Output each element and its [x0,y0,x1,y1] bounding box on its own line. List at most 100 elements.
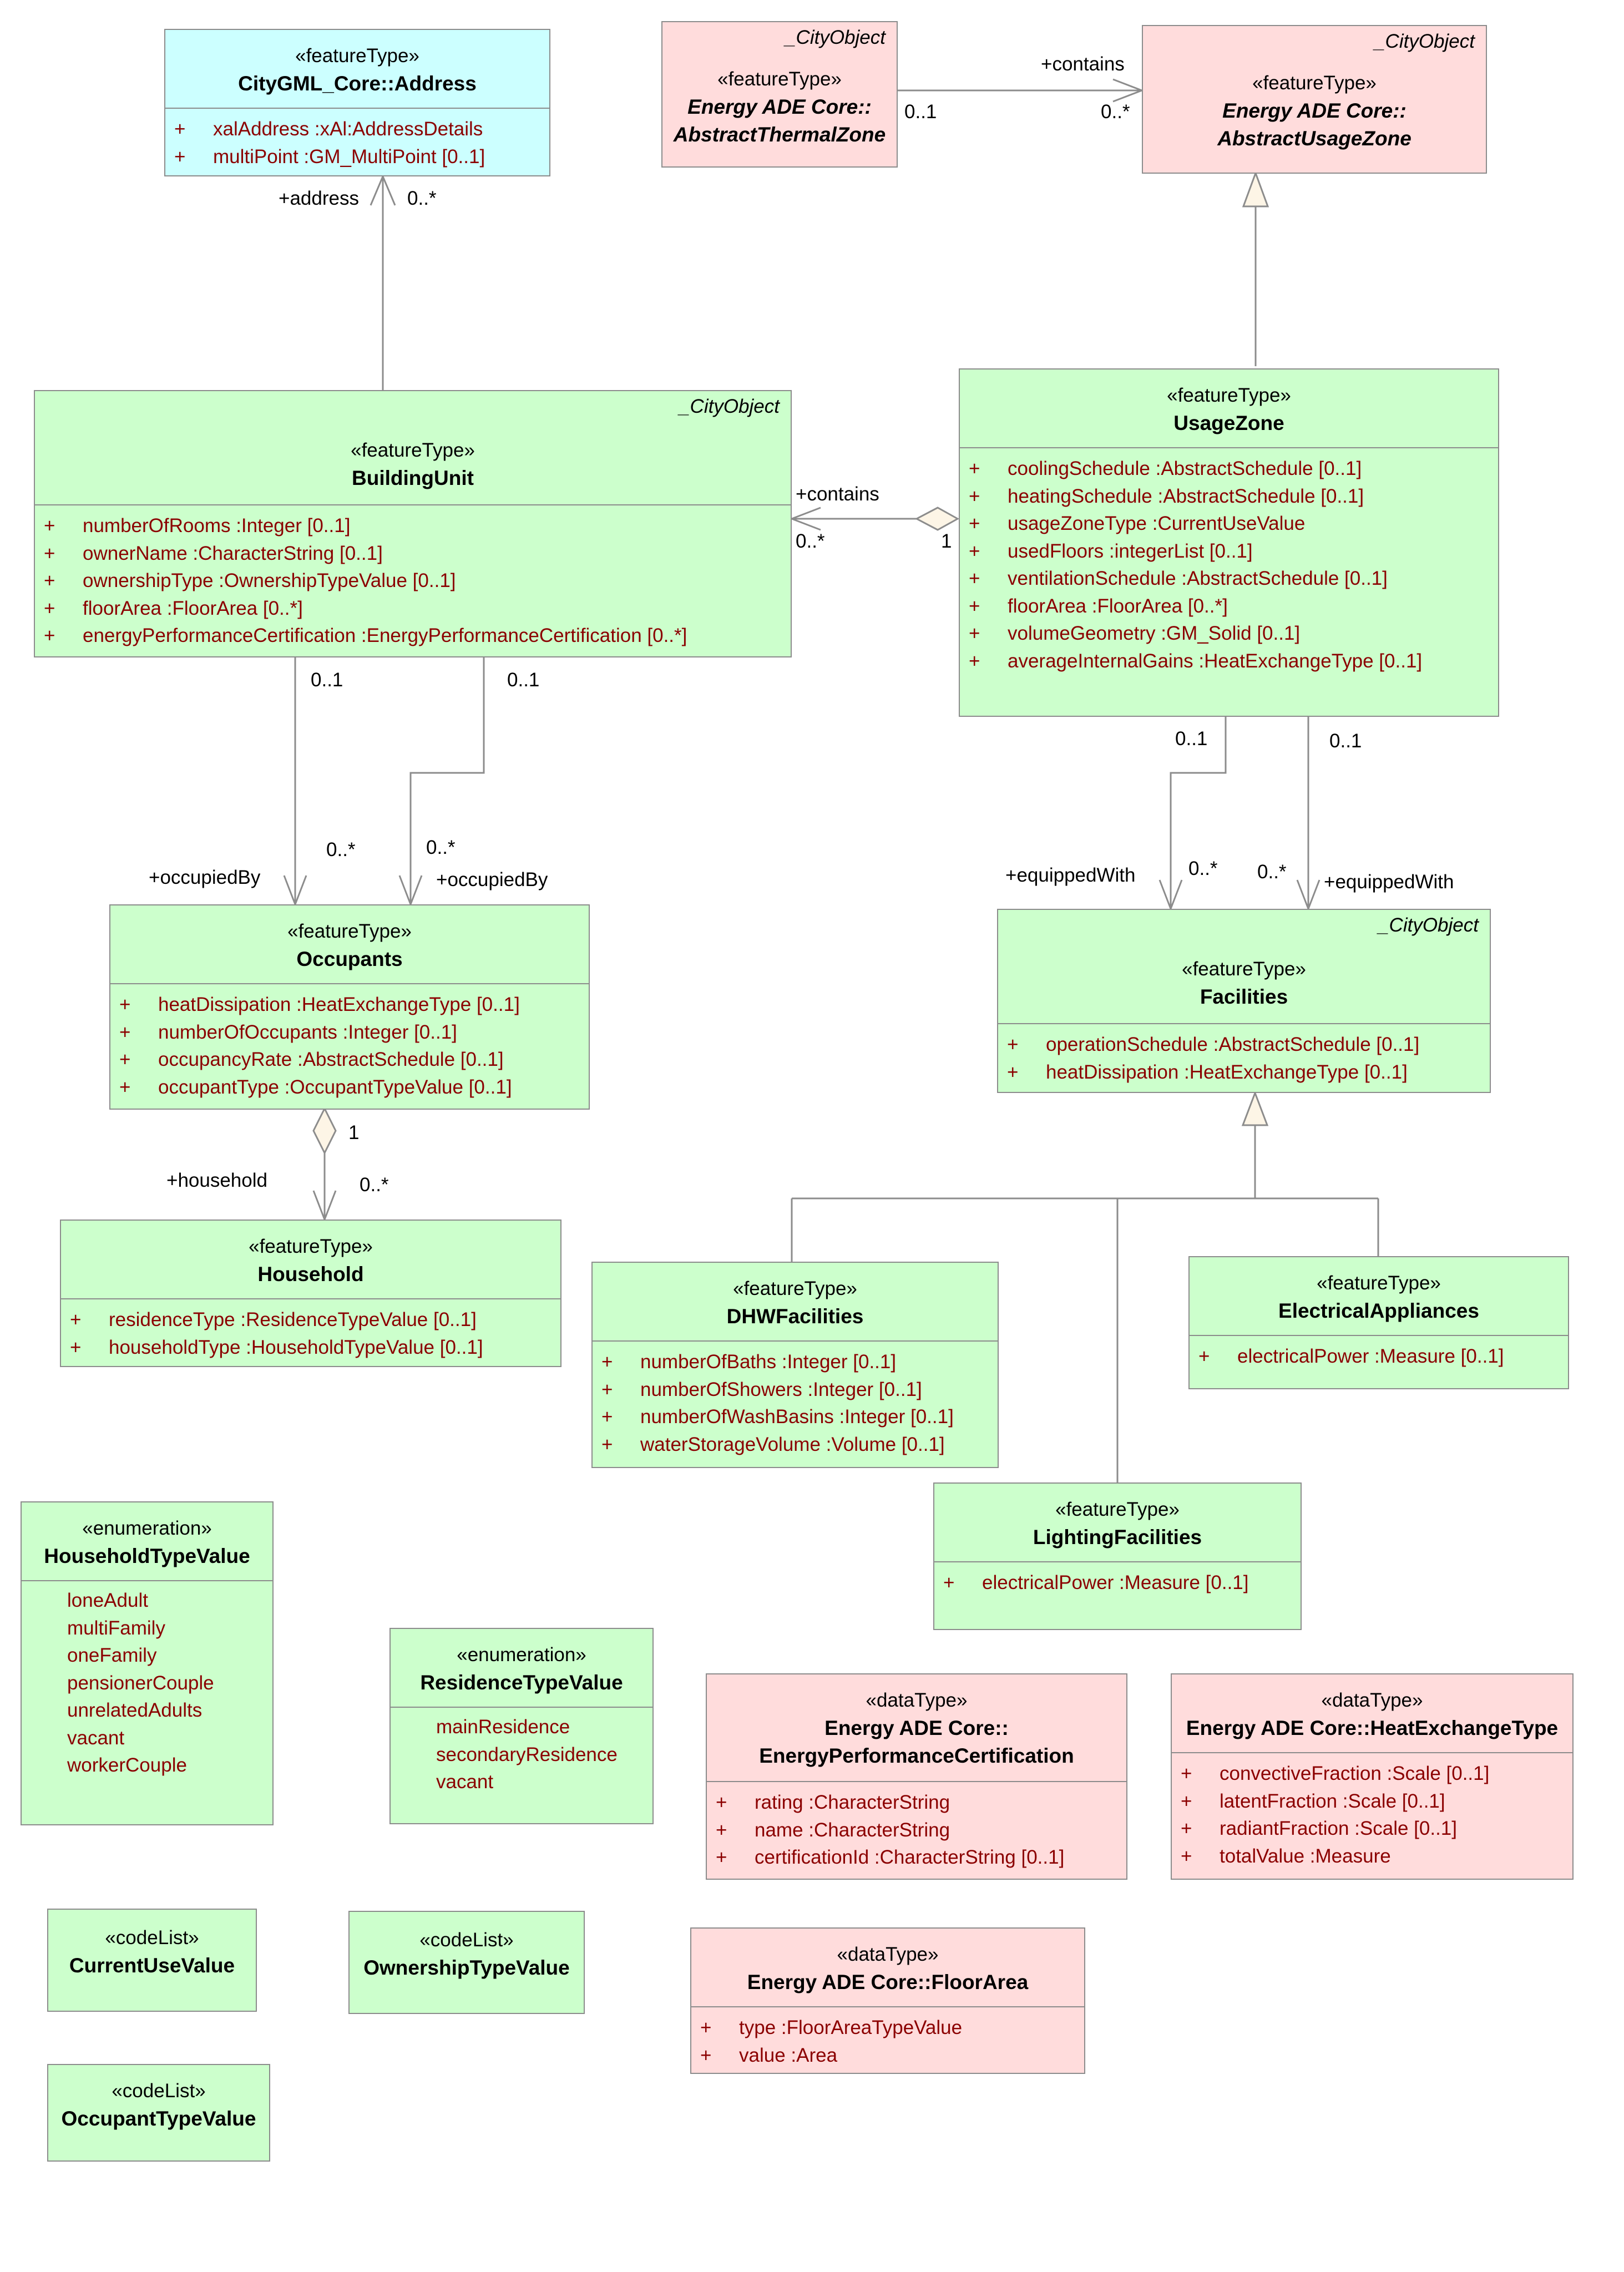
generalization-triangle-usage [1242,170,1269,208]
energy-performance-certification-datatype[interactable]: «dataType» Energy ADE Core:: EnergyPerfo… [706,1673,1127,1880]
attribute-row: +certificationId :CharacterString [0..1] [716,1846,1065,1868]
attribute-row: +value :Area [700,2044,838,2066]
class-stereotype: «featureType» [733,1278,857,1299]
household-type-value-enum[interactable]: «enumeration» HouseholdTypeValue loneAdu… [21,1501,274,1825]
floor-area-datatype[interactable]: «dataType» Energy ADE Core::FloorArea +t… [690,1927,1085,2074]
attribute-row: +numberOfOccupants :Integer [0..1] [119,1021,457,1043]
bu-occupants-multiplicity-2: 0..1 [507,669,540,691]
class-name: Energy ADE Core::HeatExchangeType [1186,1717,1559,1739]
attribute-row: +name :CharacterString [716,1819,950,1841]
current-use-value-codelist[interactable]: «codeList» CurrentUseValue [47,1909,257,2012]
bu-occupants-multiplicity-1: 0..1 [311,669,343,691]
attribute-row: +xalAddress :xAl:AddressDetails [174,118,483,140]
class-name: Energy ADE Core:: [824,1717,1009,1739]
attribute-row: +numberOfWashBasins :Integer [0..1] [601,1406,954,1428]
class-stereotype: «featureType» [287,920,412,942]
dhw-facilities-class[interactable]: «featureType» DHWFacilities +numberOfBat… [591,1262,999,1468]
building-unit-class[interactable]: _CityObject «featureType» BuildingUnit +… [34,390,792,657]
abstract-usage-zone-class[interactable]: _CityObject «featureType» Energy ADE Cor… [1142,25,1487,174]
class-stereotype: «dataType» [837,1944,939,1965]
class-name: UsageZone [1173,412,1284,434]
enum-literal: loneAdult [67,1590,148,1611]
class-name: CityGML_Core::Address [238,72,477,95]
class-stereotype: «enumeration» [82,1517,212,1539]
class-tag: _CityObject [679,396,780,417]
address-arrowhead [370,174,396,206]
attribute-row: +volumeGeometry :GM_Solid [0..1] [969,623,1301,644]
attribute-row: +latentFraction :Scale [0..1] [1181,1790,1445,1812]
attribute-row: +electricalPower :Measure [0..1] [1198,1345,1504,1367]
class-stereotype: «featureType» [1317,1272,1441,1294]
attribute-row: +numberOfRooms :Integer [0..1] [44,515,351,537]
class-name: Energy ADE Core:: [1222,99,1407,122]
usage-zone-class[interactable]: «featureType» UsageZone +coolingSchedule… [959,368,1499,717]
occupants-class[interactable]: «featureType» Occupants +heatDissipation… [109,904,590,1110]
equipped-with-role-label-1: +equippedWith [1005,864,1136,886]
attribute-row: +occupancyRate :AbstractSchedule [0..1] [119,1049,504,1070]
lighting-facilities-class[interactable]: «featureType» LightingFacilities +electr… [933,1482,1302,1630]
class-stereotype: «codeList» [419,1929,514,1951]
class-name: HouseholdTypeValue [44,1545,250,1567]
class-name: Occupants [296,948,403,970]
electrical-appliances-class[interactable]: «featureType» ElectricalAppliances +elec… [1188,1256,1569,1389]
class-name: OwnershipTypeValue [363,1956,570,1979]
equipped-with-multiplicity-1: 0..* [1188,858,1218,879]
class-name: ElectricalAppliances [1278,1299,1479,1322]
enum-literal: mainResidence [436,1716,570,1738]
class-name: ResidenceTypeValue [420,1671,623,1694]
attribute-row: +type :FloorAreaTypeValue [700,2017,963,2038]
attribute-row: +coolingSchedule :AbstractSchedule [0..1… [969,458,1362,479]
equipped-with-role-label-2: +equippedWith [1324,871,1454,893]
class-name-line-2: AbstractUsageZone [1217,127,1411,150]
household-role-label: +household [166,1170,267,1191]
class-stereotype: «featureType» [1182,958,1306,980]
attribute-row: +convectiveFraction :Scale [0..1] [1181,1763,1490,1784]
class-stereotype: «dataType» [866,1689,968,1711]
abstract-thermal-zone-class[interactable]: _CityObject «featureType» Energy ADE Cor… [661,21,898,168]
generalization-triangle-facilities [1241,1090,1269,1126]
residence-type-value-enum[interactable]: «enumeration» ResidenceTypeValue mainRes… [389,1628,654,1824]
bu-contains-role-label: +contains [796,483,879,505]
class-name: Household [257,1263,364,1286]
class-stereotype: «codeList» [105,1927,199,1949]
class-tag: _CityObject [1378,914,1479,936]
occupant-type-value-codelist[interactable]: «codeList» OccupantTypeValue [47,2064,270,2162]
attribute-row: +ownershipType :OwnershipTypeValue [0..1… [44,570,456,591]
class-stereotype: «featureType» [717,68,842,90]
usage-zone-multiplicity: 0..* [1101,101,1130,123]
occupants-household-multiplicity: 1 [348,1122,360,1143]
household-class[interactable]: «featureType» Household +residenceType :… [60,1220,561,1367]
usage-zone-aggregation-diamond [914,507,960,531]
bu-contains-arrowhead [789,507,821,531]
ownership-type-value-codelist[interactable]: «codeList» OwnershipTypeValue [348,1911,585,2014]
class-stereotype: «featureType» [1055,1499,1180,1520]
attribute-row: +totalValue :Measure [1181,1845,1391,1867]
household-multiplicity: 0..* [360,1174,389,1196]
attribute-row: +householdType :HouseholdTypeValue [0..1… [70,1336,483,1358]
class-name: BuildingUnit [352,467,474,489]
attribute-row: +rating :CharacterString [716,1792,950,1813]
class-stereotype: «featureType» [1252,72,1377,94]
occupied-by-role-label-2: +occupiedBy [436,869,548,890]
class-name: Facilities [1200,985,1288,1008]
heat-exchange-type-datatype[interactable]: «dataType» Energy ADE Core::HeatExchange… [1171,1673,1574,1880]
attribute-row: +floorArea :FloorArea [0..*] [969,595,1228,617]
enum-literal: unrelatedAdults [67,1699,203,1721]
class-stereotype: «dataType» [1321,1689,1423,1711]
uz-facilities-multiplicity-1: 0..1 [1175,728,1208,750]
address-class[interactable]: «featureType» CityGML_Core::Address +xal… [164,29,550,176]
class-name: LightingFacilities [1033,1526,1202,1549]
facilities-class[interactable]: _CityObject «featureType» Facilities +op… [997,909,1491,1093]
attribute-row: +heatingSchedule :AbstractSchedule [0..1… [969,485,1364,507]
uz-contains-multiplicity: 1 [941,530,952,552]
uz-facilities-multiplicity-2: 0..1 [1329,730,1362,752]
attribute-row: +floorArea :FloorArea [0..*] [44,597,303,619]
class-tag: _CityObject [1374,31,1475,52]
attribute-row: +radiantFraction :Scale [0..1] [1181,1818,1457,1839]
attribute-row: +usedFloors :integerList [0..1] [969,540,1253,562]
equipped-with-multiplicity-2: 0..* [1257,861,1287,883]
contains-role-label: +contains [1041,53,1125,75]
attribute-row: +electricalPower :Measure [0..1] [943,1572,1249,1593]
enum-literal: oneFamily [67,1644,157,1666]
equipped-with-line-1 [1170,717,1227,909]
